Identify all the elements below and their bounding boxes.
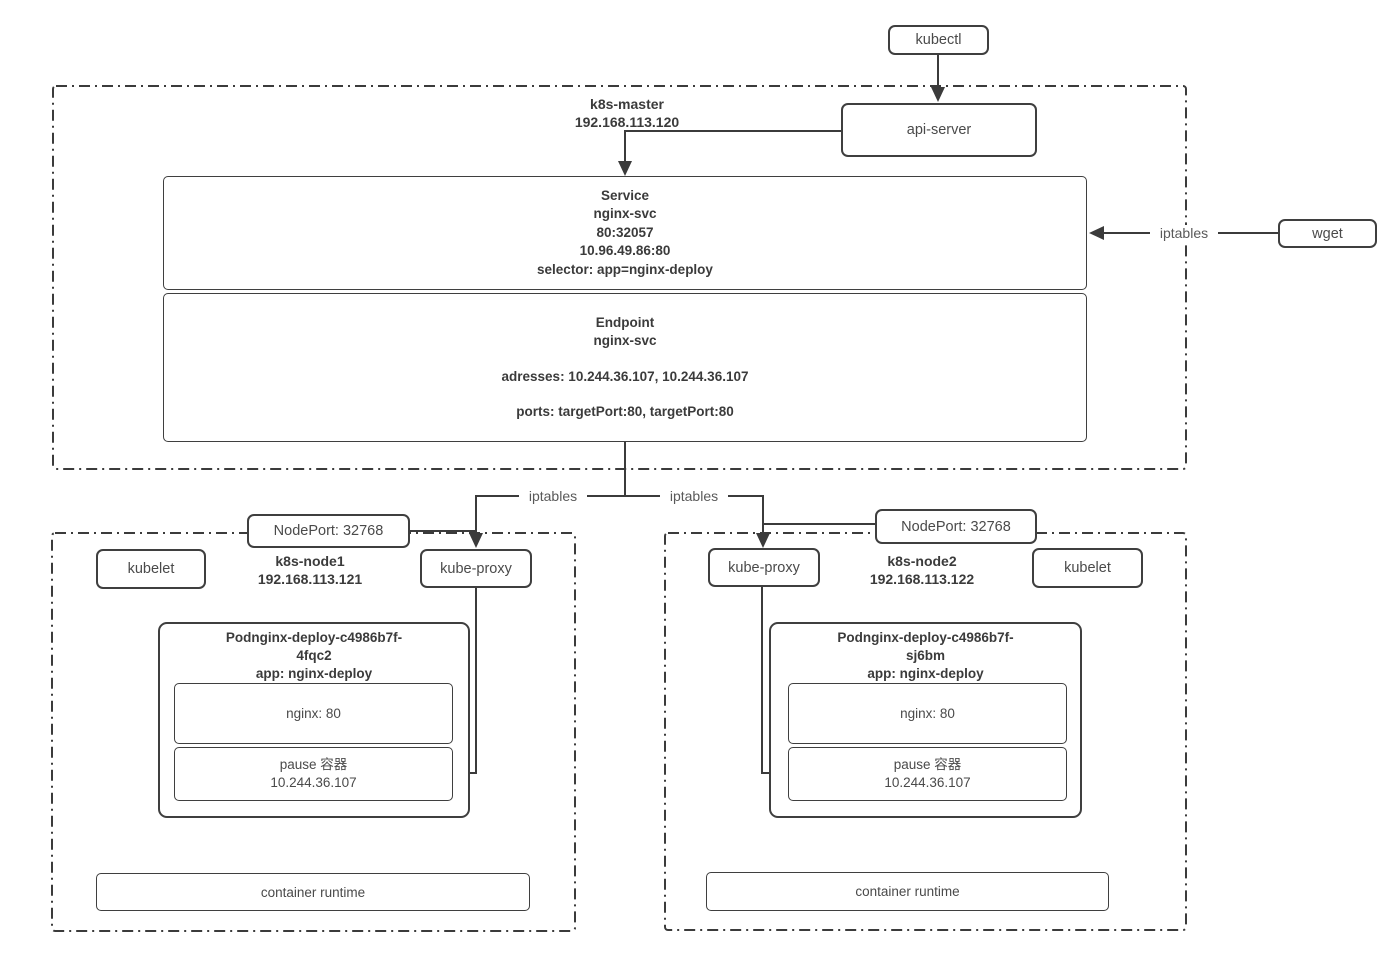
iptables-label-node2: iptables xyxy=(660,488,728,504)
pod2-app-label: app: nginx-deploy xyxy=(867,666,984,681)
nodeport-badge-node2: NodePort: 32768 xyxy=(875,509,1037,544)
pod2-title-line1: Podnginx-deploy-c4986b7f- xyxy=(837,630,1014,645)
nginx-container-node1: nginx: 80 xyxy=(174,683,453,744)
arrowhead-kubeproxy1 xyxy=(469,533,483,548)
container-runtime-node1: container runtime xyxy=(96,873,530,911)
k8s-node2-ip: 192.168.113.122 xyxy=(869,571,975,587)
nodeport-badge-node1: NodePort: 32768 xyxy=(247,514,410,548)
kube-proxy-node1: kube-proxy xyxy=(420,549,532,588)
endpoint-name: nginx-svc xyxy=(593,333,657,348)
arrowhead-kubeproxy2 xyxy=(756,533,770,548)
k8s-master-label: k8s-master 192.168.113.120 xyxy=(502,95,752,131)
iptables-label-node1: iptables xyxy=(519,488,587,504)
pod1-title: Podnginx-deploy-c4986b7f- 4fqc2 app: ngi… xyxy=(160,629,468,683)
nginx1-label: nginx: 80 xyxy=(286,705,341,721)
pause1-label: pause 容器 xyxy=(279,757,348,772)
k8s-node2-label: k8s-node2 192.168.113.122 xyxy=(822,552,1022,588)
service-node: Service nginx-svc 80:32057 10.96.49.86:8… xyxy=(163,176,1087,290)
endpoint-addresses: adresses: 10.244.36.107, 10.244.36.107 xyxy=(501,368,749,384)
pause-container-node1: pause 容器 10.244.36.107 xyxy=(174,747,453,801)
service-cluster-ip: 10.96.49.86:80 xyxy=(579,243,671,259)
k8s-node1-ip: 192.168.113.121 xyxy=(257,571,363,587)
endpoint-ports: ports: targetPort:80, targetPort:80 xyxy=(516,404,734,419)
kubelet-node2: kubelet xyxy=(1032,548,1143,588)
pod2-title: Podnginx-deploy-c4986b7f- sj6bm app: ngi… xyxy=(771,629,1080,683)
pod2-title-line2: sj6bm xyxy=(905,648,946,663)
kube-proxy-node2: kube-proxy xyxy=(708,548,820,587)
nginx2-label: nginx: 80 xyxy=(900,705,955,721)
pod1-app-label: app: nginx-deploy xyxy=(255,666,373,681)
kubelet-node1: kubelet xyxy=(96,549,206,589)
iptables-label-wget: iptables xyxy=(1150,225,1218,241)
pause1-ip: 10.244.36.107 xyxy=(270,775,357,790)
pause2-ip: 10.244.36.107 xyxy=(884,775,971,790)
api-server-node: api-server xyxy=(841,103,1037,157)
pause2-label: pause 容器 xyxy=(893,757,962,772)
service-title: Service xyxy=(600,187,650,203)
arrowhead-service-right xyxy=(1089,226,1104,240)
k8s-node2-name: k8s-node2 xyxy=(887,553,957,569)
k8s-node1-label: k8s-node1 192.168.113.121 xyxy=(210,552,410,588)
service-port-mapping: 80:32057 xyxy=(596,224,654,240)
k8s-master-boundary xyxy=(52,85,1187,470)
service-selector: selector: app=nginx-deploy xyxy=(537,261,713,277)
arrowhead-service xyxy=(618,161,632,176)
k8s-node1-name: k8s-node1 xyxy=(275,553,345,569)
k8s-master-name: k8s-master xyxy=(590,96,664,112)
endpoint-node: Endpoint nginx-svc adresses: 10.244.36.1… xyxy=(163,293,1087,442)
endpoint-title: Endpoint xyxy=(595,314,655,330)
k8s-master-ip: 192.168.113.120 xyxy=(574,114,680,130)
nginx-container-node2: nginx: 80 xyxy=(788,683,1067,744)
kubectl-node: kubectl xyxy=(888,25,989,55)
edge-apiserver-service xyxy=(624,130,841,168)
service-name: nginx-svc xyxy=(593,206,657,222)
wget-node: wget xyxy=(1278,219,1377,248)
pod1-title-line1: Podnginx-deploy-c4986b7f- xyxy=(225,630,403,645)
pause-container-node2: pause 容器 10.244.36.107 xyxy=(788,747,1067,801)
pod1-title-line2: 4fqc2 xyxy=(296,648,332,663)
arrowhead-apiserver xyxy=(931,87,945,102)
container-runtime-node2: container runtime xyxy=(706,872,1109,911)
